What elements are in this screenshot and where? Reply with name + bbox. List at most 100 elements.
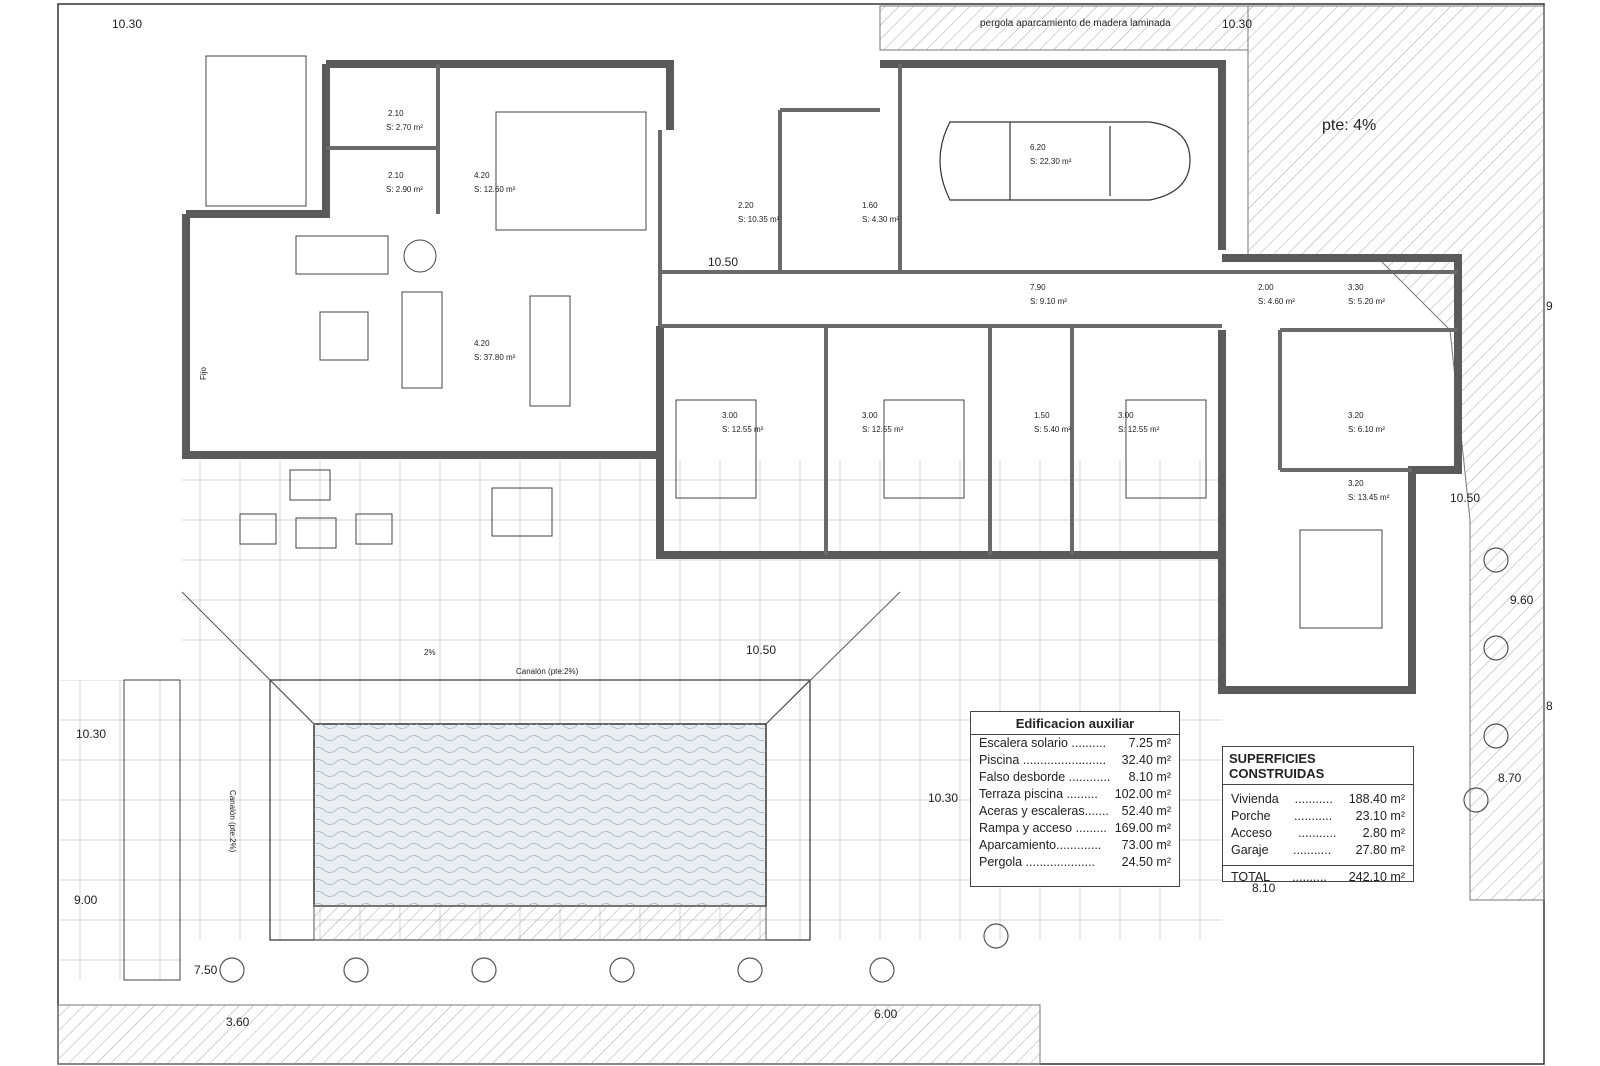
row-label: Porche [1231, 809, 1271, 823]
table-row: Aparcamiento.............73.00 m² [971, 837, 1179, 854]
room-dims: 3.00 [1118, 411, 1134, 420]
room-dims: 3.00 [722, 411, 738, 420]
row-value: 2.80 m² [1362, 826, 1405, 840]
pergola-note: pergola aparcamiento de madera laminada [980, 18, 1171, 29]
level-marker: 6.00 [874, 1007, 898, 1021]
room-area: S: 12.55 m² [722, 425, 764, 434]
room-area: S: 2.90 m² [386, 185, 423, 194]
room-dims: 2.10 [388, 109, 404, 118]
level-marker: 10.50 [708, 255, 738, 269]
level-marker: 9.00 [74, 893, 98, 907]
room-dims: 3.20 [1348, 479, 1364, 488]
room-dims: 7.90 [1030, 283, 1046, 292]
slope-note: pte: 4% [1322, 117, 1376, 134]
table-row: Aceras y escaleras.......52.40 m² [971, 803, 1179, 820]
level-marker: 8.70 [1498, 771, 1522, 785]
built-areas-table: SUPERFICIES CONSTRUIDAS Vivienda........… [1222, 746, 1414, 884]
room-dims: 4.20 [474, 339, 490, 348]
room-area: S: 4.60 m² [1258, 297, 1295, 306]
room-dims: 3.30 [1348, 283, 1364, 292]
row-value: 169.00 m² [1114, 821, 1171, 835]
row-dots: ........... [1294, 792, 1333, 806]
room-area: S: 37.80 m² [474, 353, 516, 362]
table-total-row: TOTAL.......... 242.10 m² [1223, 865, 1413, 886]
room-dims: 1.60 [862, 201, 878, 210]
total-label: TOTAL [1231, 870, 1271, 884]
row-value: 188.40 m² [1348, 792, 1405, 806]
row-value: 32.40 m² [1121, 753, 1171, 767]
table-row: Falso desborde ............8.10 m² [971, 769, 1179, 786]
room-area: S: 10.35 m² [738, 215, 780, 224]
room-area: S: 12.55 m² [862, 425, 904, 434]
aux-table-title: Edificacion auxiliar [971, 712, 1179, 735]
table-row: Rampa y acceso ......... 169.00 m² [971, 820, 1179, 837]
pool-roof-diagonal-c [269, 679, 315, 725]
room-dims: 6.20 [1030, 143, 1046, 152]
room-dims: 2.00 [1258, 283, 1274, 292]
slope-mark: 2% [424, 648, 436, 657]
row-value: 27.80 m² [1355, 843, 1405, 857]
row-label: Terraza piscina ......... [979, 787, 1098, 801]
table-row: Piscina ........................ 32.40 m² [971, 752, 1179, 769]
room-dims: 3.20 [1348, 411, 1364, 420]
level-marker: 10.50 [1450, 491, 1480, 505]
room-area: S: 5.20 m² [1348, 297, 1385, 306]
row-dots: ........... [1298, 826, 1337, 840]
level-marker: 10.50 [746, 643, 776, 657]
row-label: Escalera solario .......... [979, 736, 1107, 750]
hatched-perimeter-bottom [57, 1004, 1041, 1065]
total-value: 242.10 m² [1348, 870, 1405, 884]
table-row: Garaje...........27.80 m² [1223, 842, 1413, 859]
room-area: S: 12.60 m² [474, 185, 516, 194]
room-dims: 1.50 [1034, 411, 1050, 420]
hatched-perimeter-top [879, 5, 1249, 51]
row-value: 23.10 m² [1355, 809, 1405, 823]
car-icon [939, 121, 1191, 201]
stairs [123, 55, 307, 981]
row-label: Pergola .................... [979, 855, 1096, 869]
tiled-walkway-left [60, 680, 182, 980]
room-dims: 2.20 [738, 201, 754, 210]
row-value: 52.40 m² [1121, 804, 1171, 818]
gutter-label: Canalón (pte:2%) [516, 667, 579, 676]
room-dims: 3.00 [862, 411, 878, 420]
row-value: 73.00 m² [1121, 838, 1171, 852]
room-area: S: 9.10 m² [1030, 297, 1067, 306]
room-labels: 2.10 S: 2.70 m² 2.10 S: 2.90 m² 4.20 S: … [386, 109, 1390, 502]
level-marker: 8.10 [1252, 881, 1276, 895]
level-marker: 8 [1546, 699, 1553, 713]
room-area: S: 6.10 m² [1348, 425, 1385, 434]
row-label: Garaje [1231, 843, 1269, 857]
table-row: Porche........... 23.10 m² [1223, 808, 1413, 825]
table-row: Vivienda........... 188.40 m² [1223, 791, 1413, 808]
total-dots: .......... [1292, 870, 1327, 884]
table-row: Pergola ....................24.50 m² [971, 854, 1179, 871]
level-marker: 10.30 [928, 791, 958, 805]
row-label: Piscina ........................ [979, 753, 1107, 767]
row-label: Falso desborde ............ [979, 770, 1111, 784]
room-area: S: 22.30 m² [1030, 157, 1072, 166]
table-row: Acceso........... 2.80 m² [1223, 825, 1413, 842]
row-label: Rampa y acceso ......... [979, 821, 1107, 835]
room-dims: 2.10 [388, 171, 404, 180]
gutter-side-label: Canalón (pte:2%) [228, 790, 237, 853]
room-dims: 4.20 [474, 171, 490, 180]
trees [219, 547, 1509, 983]
room-area: S: 12.55 m² [1118, 425, 1160, 434]
level-marker: 7.50 [194, 963, 218, 977]
table-row: Terraza piscina .........102.00 m² [971, 786, 1179, 803]
pool-overflow-edge [313, 905, 767, 941]
row-label: Acceso [1231, 826, 1272, 840]
room-area: S: 2.70 m² [386, 123, 423, 132]
row-dots: ........... [1294, 809, 1333, 823]
row-value: 7.25 m² [1128, 736, 1171, 750]
pool-water-texture [314, 724, 766, 906]
table-row: Escalera solario .......... 7.25 m² [971, 735, 1179, 752]
row-label: Vivienda [1231, 792, 1279, 806]
room-area: S: 5.40 m² [1034, 425, 1071, 434]
pool-roof-diagonal-d [765, 679, 811, 725]
house-walls [182, 60, 1462, 694]
furniture [239, 111, 1383, 629]
level-marker: 10.30 [1222, 17, 1252, 31]
